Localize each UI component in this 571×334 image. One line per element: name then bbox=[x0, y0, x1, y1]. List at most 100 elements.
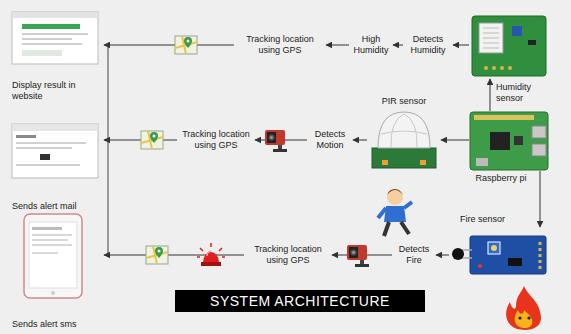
step-text: Tracking location using GPS bbox=[245, 244, 331, 266]
sensor-module: PIR sensor bbox=[368, 110, 440, 172]
mail-screenshot bbox=[16, 164, 80, 166]
node-text: Tracking location using GPS bbox=[235, 34, 325, 56]
node-text: Display result in website bbox=[10, 80, 84, 102]
humidity-sensor-picture bbox=[508, 66, 512, 70]
node-text: Detects Fire bbox=[393, 244, 435, 266]
website-screenshot bbox=[12, 12, 98, 64]
gps-icon bbox=[146, 246, 168, 264]
person-figure bbox=[378, 189, 412, 236]
gps-icon bbox=[146, 246, 168, 264]
humidity-sensor-picture bbox=[512, 26, 522, 36]
humidity-sensor-picture bbox=[484, 66, 488, 70]
arrow-connector bbox=[441, 140, 469, 141]
output-panel: Display result in website bbox=[10, 10, 103, 102]
sensor-module: Fire sensor bbox=[450, 228, 548, 282]
title-banner: SYSTEM ARCHITECTURE bbox=[175, 290, 425, 312]
raspberry-pi-picture bbox=[474, 115, 534, 120]
person-figure bbox=[387, 189, 403, 205]
person-figure bbox=[384, 206, 406, 222]
raspberry-pi-picture bbox=[470, 112, 548, 170]
phone-screenshot bbox=[51, 291, 55, 295]
gps-icon bbox=[175, 36, 197, 54]
gps-icon bbox=[141, 131, 163, 149]
mail-screenshot bbox=[16, 147, 72, 149]
person-figure bbox=[378, 202, 412, 218]
node-text: Detects Motion bbox=[308, 129, 352, 151]
siren-icon bbox=[197, 243, 225, 266]
raspberry-pi-picture bbox=[532, 144, 546, 156]
website-screenshot bbox=[22, 50, 62, 56]
step-text: Detects Fire bbox=[393, 244, 435, 266]
step-text: Detects Humidity bbox=[404, 34, 452, 56]
website-screenshot bbox=[12, 12, 98, 64]
fire-sensor-picture bbox=[452, 236, 546, 274]
pir-sensor-picture bbox=[382, 160, 388, 165]
fire-figure bbox=[506, 286, 541, 330]
pir-sensor-picture bbox=[381, 114, 427, 148]
website-screenshot bbox=[22, 33, 88, 35]
fire-sensor-picture bbox=[491, 245, 497, 251]
bus-line bbox=[108, 45, 109, 255]
sensor-module: Humidity sensor bbox=[470, 14, 548, 78]
humidity-sensor-picture bbox=[500, 66, 504, 70]
arrow-connector bbox=[453, 45, 469, 46]
fire-figure bbox=[527, 316, 530, 319]
arrow-connector bbox=[104, 45, 234, 46]
fire-figure bbox=[506, 286, 541, 330]
phone-screenshot bbox=[24, 214, 82, 298]
raspberry-pi-picture bbox=[470, 112, 548, 170]
humidity-sensor-picture bbox=[472, 16, 546, 76]
arrow-connector bbox=[393, 45, 403, 46]
gps-icon bbox=[175, 36, 197, 54]
fire-sensor-picture bbox=[508, 258, 522, 266]
controller-board: Raspberry pi bbox=[470, 112, 548, 170]
output-panel: Sends alert sms bbox=[10, 212, 103, 330]
node-text: Detects Humidity bbox=[404, 34, 452, 56]
phone-screenshot bbox=[24, 214, 82, 298]
camera-icon bbox=[347, 245, 369, 267]
fire-sensor-picture bbox=[452, 248, 464, 260]
node-text: High Humidity bbox=[350, 34, 392, 56]
website-screenshot bbox=[22, 24, 80, 29]
person-figure bbox=[384, 222, 409, 236]
part-label: PIR sensor bbox=[368, 96, 440, 107]
website-screenshot bbox=[12, 12, 98, 18]
gps-icon bbox=[141, 131, 163, 149]
fire-sensor-picture bbox=[488, 242, 500, 254]
raspberry-pi-picture bbox=[490, 132, 510, 150]
output-panel: Sends alert mail bbox=[10, 120, 103, 212]
arrow-connector bbox=[326, 45, 349, 46]
fire-sensor-picture bbox=[478, 264, 482, 268]
humidity-sensor-picture bbox=[528, 40, 536, 45]
fire-figure bbox=[515, 310, 533, 328]
bus-line bbox=[108, 45, 109, 255]
website-screenshot bbox=[22, 43, 82, 45]
fire-figure bbox=[518, 316, 521, 319]
phone-screenshot bbox=[29, 222, 77, 288]
arrow-connector bbox=[436, 255, 449, 256]
pir-sensor-picture bbox=[372, 148, 436, 168]
mail-screenshot bbox=[12, 124, 98, 178]
mail-screenshot bbox=[12, 124, 98, 131]
phone-screenshot bbox=[32, 227, 62, 230]
node-text: Tracking location using GPS bbox=[245, 244, 331, 266]
humidity-sensor-picture bbox=[479, 23, 503, 53]
pir-sensor-picture bbox=[420, 160, 426, 165]
pir-sensor-picture bbox=[378, 112, 430, 148]
step-text: Tracking location using GPS bbox=[178, 129, 254, 151]
pir-sensor-picture bbox=[372, 112, 436, 168]
humidity-sensor-picture bbox=[472, 16, 546, 76]
step-text: Detects Motion bbox=[308, 129, 352, 151]
arrow-connector bbox=[540, 171, 541, 227]
part-label: Humidity sensor bbox=[496, 82, 548, 104]
mail-screenshot bbox=[12, 124, 98, 178]
camera-icon bbox=[265, 130, 287, 152]
fire-sensor-picture bbox=[470, 236, 546, 274]
phone-screenshot bbox=[32, 252, 58, 254]
arrow-connector bbox=[353, 140, 367, 141]
part-label: Raspberry pi bbox=[470, 173, 532, 184]
camera-icon bbox=[265, 130, 287, 152]
node-text: Sends alert sms bbox=[10, 319, 77, 330]
phone-screenshot bbox=[32, 234, 72, 236]
